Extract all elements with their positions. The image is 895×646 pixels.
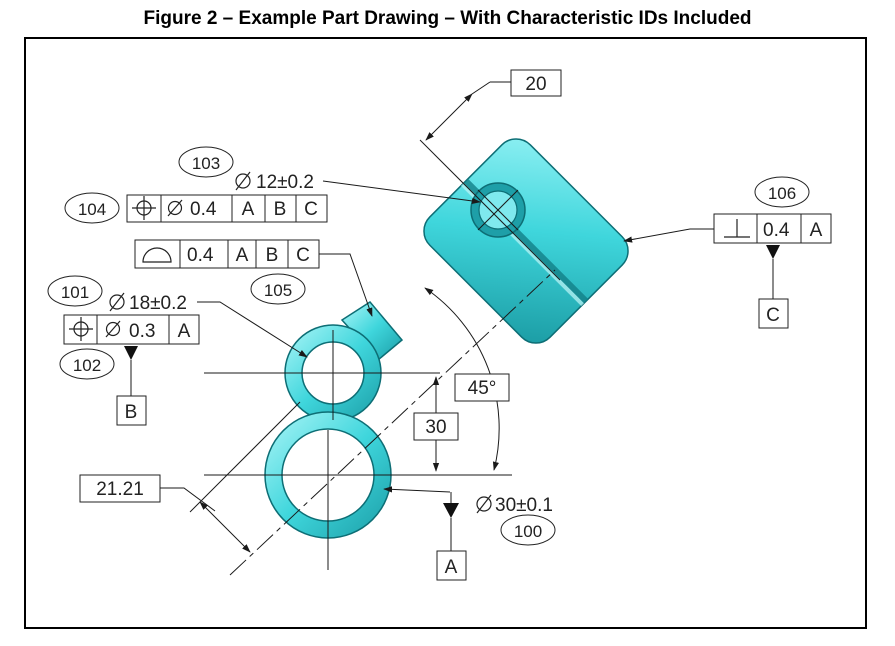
- fcf-106-tol: 0.4: [763, 220, 790, 241]
- fcf-104-datum-a: A: [242, 199, 255, 220]
- balloon-103: 103: [192, 154, 220, 173]
- datum-a-label: A: [445, 557, 458, 578]
- datum-b-label: B: [125, 402, 138, 423]
- balloon-104: 104: [78, 200, 106, 219]
- datum-triangle-c: [766, 245, 780, 259]
- rotated-block: [423, 138, 629, 344]
- block-hole: [470, 182, 526, 238]
- callout-100: A 30±0.1 100: [383, 486, 556, 581]
- datum-triangle-a: [443, 503, 459, 518]
- dim-12-label: 12±0.2: [256, 172, 314, 193]
- callout-102: 0.3 A 102 B: [59, 314, 200, 426]
- fcf-106-datum-a: A: [810, 220, 823, 241]
- callout-101: 101 18±0.2: [47, 275, 308, 358]
- diameter-symbol: [109, 292, 125, 312]
- perpendicularity-icon: [724, 219, 750, 238]
- datum-c-label: C: [766, 305, 780, 326]
- fcf-104: [126, 194, 328, 223]
- fcf-102-datum-a: A: [178, 321, 191, 342]
- fcf-106: [713, 213, 832, 244]
- dim-30-vertical: 30: [413, 376, 459, 472]
- dim-18-label: 18±0.2: [129, 293, 187, 314]
- callout-106: 106 0.4 A C: [623, 176, 832, 329]
- position-symbol-icon: [132, 196, 156, 220]
- dim-20-label: 20: [525, 74, 546, 95]
- fcf-104-tol: 0.4: [190, 199, 217, 220]
- dim-2121: 21.21: [79, 474, 251, 553]
- balloon-105: 105: [264, 281, 292, 300]
- dim-30-label: 30: [425, 417, 446, 438]
- fcf-105-datum-c: C: [296, 245, 310, 266]
- centerlines: [189, 139, 561, 576]
- callout-105: 0.4 A B C 105: [134, 239, 373, 317]
- callout-103: 103 12±0.2: [178, 146, 481, 205]
- profile-surface-icon: [142, 247, 172, 263]
- diameter-symbol: [105, 320, 121, 338]
- diameter-symbol: [235, 171, 251, 191]
- fcf-105-datum-b: B: [266, 245, 279, 266]
- fcf-105: [134, 239, 320, 269]
- dim-30-hole-label: 30±0.1: [495, 495, 553, 516]
- dim-45: 45°: [424, 287, 510, 471]
- diameter-symbol: [167, 199, 183, 217]
- position-symbol-icon: [69, 317, 93, 341]
- figure-title: Figure 2 – Example Part Drawing – With C…: [143, 8, 752, 29]
- dim-45-label: 45°: [468, 378, 497, 399]
- dim-20: 20: [425, 69, 562, 141]
- balloon-100: 100: [514, 522, 542, 541]
- diameter-symbol: [476, 494, 492, 514]
- fcf-104-datum-b: B: [274, 199, 287, 220]
- fcf-105-datum-a: A: [236, 245, 249, 266]
- datum-triangle-b: [124, 346, 138, 360]
- balloon-102: 102: [73, 356, 101, 375]
- fcf-105-tol: 0.4: [187, 245, 214, 266]
- dim-2121-label: 21.21: [96, 479, 144, 500]
- callout-104: 104 0.4 A B C: [64, 192, 328, 224]
- balloon-101: 101: [61, 283, 89, 302]
- drawing-frame: [24, 37, 867, 629]
- fcf-104-datum-c: C: [304, 199, 318, 220]
- fcf-102-tol: 0.3: [129, 321, 155, 342]
- balloon-106: 106: [768, 184, 796, 203]
